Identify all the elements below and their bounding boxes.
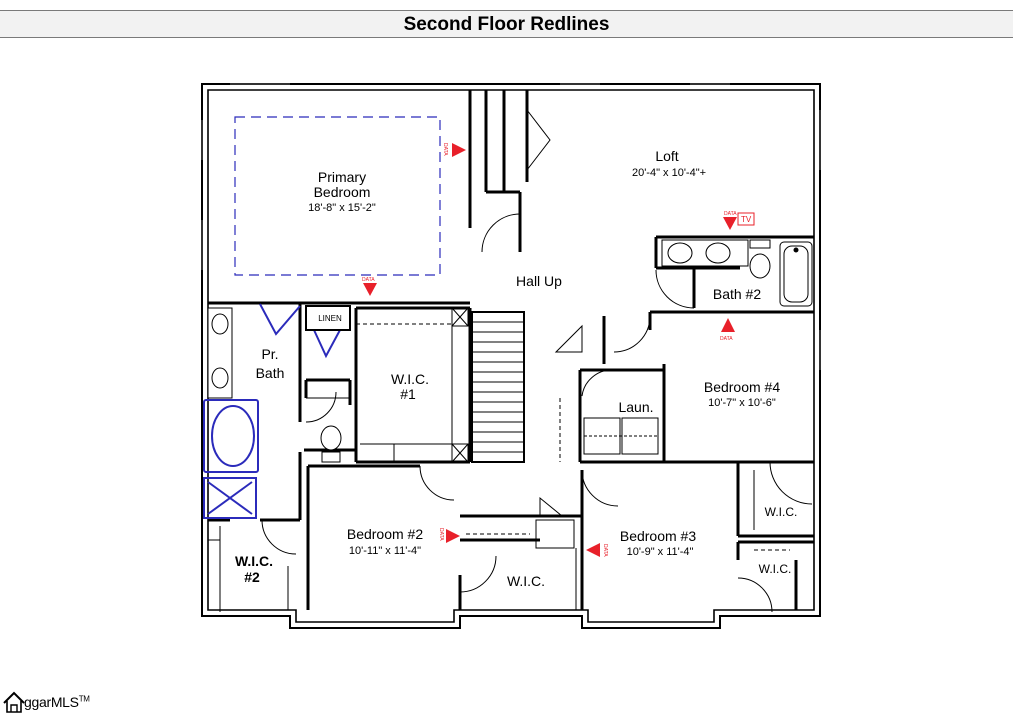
data-label-loft: DATA [724, 211, 737, 217]
bedroom4-name: Bedroom #4 [704, 379, 780, 395]
data-label-bed2: DATA [438, 528, 444, 541]
bedroom3-dims: 10'-9" x 11'-4" [627, 546, 694, 558]
tv-marker-label: TV [741, 215, 752, 224]
linen-closet [305, 305, 351, 331]
room-labels: Primary Bedroom 18'-8" x 15'-2" Loft 20'… [235, 148, 797, 589]
closet-shelves [219, 307, 790, 610]
loft-dims: 20'-4" x 10'-4"+ [632, 167, 706, 179]
data-marker-primary-right [452, 143, 466, 157]
redline-markers [363, 143, 737, 557]
mls-logo: ggarMLSTM [2, 689, 112, 715]
pr-bath-name-2: Bath [256, 365, 285, 381]
bedroom3-name: Bedroom #3 [620, 528, 696, 544]
title-bar: Second Floor Redlines [0, 10, 1013, 38]
wic-bed3-name: W.I.C. [759, 562, 792, 576]
loft-name: Loft [655, 148, 678, 164]
interior-walls [208, 90, 814, 610]
bedroom2-dims: 10'-11" x 11'-4" [349, 545, 421, 557]
wic-bed4-name: W.I.C. [765, 505, 798, 519]
data-label-bed4: DATA [720, 336, 733, 342]
pr-bath-name-1: Pr. [261, 346, 278, 362]
data-marker-bed3 [586, 543, 600, 557]
data-marker-loft [723, 217, 737, 230]
data-marker-bed4 [721, 318, 735, 332]
bath-fixtures-blue [203, 303, 341, 519]
door-swings [208, 109, 813, 613]
data-marker-primary-bottom [363, 283, 377, 296]
wic1-name-1: W.I.C. [391, 371, 429, 387]
tray-ceiling-outline [234, 116, 441, 276]
linen-name: LINEN [318, 314, 342, 323]
data-label-primary-right: DATA [442, 143, 448, 156]
exterior-walls [201, 83, 821, 629]
hall-name: Hall Up [516, 273, 562, 289]
data-label-primary-bottom: DATA [362, 277, 375, 283]
page-title: Second Floor Redlines [403, 14, 610, 35]
staircase [471, 311, 525, 463]
laundry-name: Laun. [618, 399, 653, 415]
wic2-name-2: #2 [244, 569, 260, 585]
data-label-bed3: DATA [602, 544, 608, 557]
mls-logo-text: ggarMLSTM [24, 694, 90, 710]
bedroom2-name: Bedroom #2 [347, 526, 423, 542]
house-logo-icon [3, 691, 25, 713]
wic1-name-2: #1 [400, 386, 416, 402]
wic-bed2-name: W.I.C. [507, 573, 545, 589]
bedroom4-dims: 10'-7" x 10'-6" [708, 397, 776, 409]
fixtures [207, 239, 813, 463]
bath2-name: Bath #2 [713, 286, 761, 302]
primary-bedroom-name-2: Bedroom [314, 184, 371, 200]
primary-bedroom-name-1: Primary [318, 169, 366, 185]
data-marker-bed2 [446, 529, 460, 543]
wic2-name-1: W.I.C. [235, 553, 273, 569]
primary-bedroom-dims: 18'-8" x 15'-2" [308, 202, 376, 214]
tv-marker-box [737, 212, 755, 226]
